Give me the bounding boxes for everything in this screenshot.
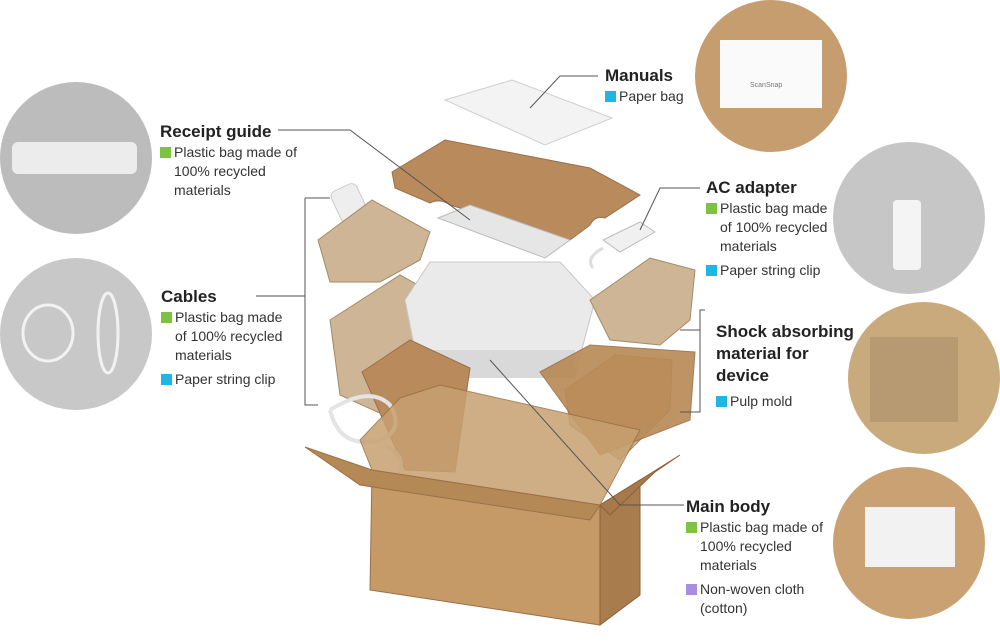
ac-adapter-label: AC adapter Plastic bag made of 100% recy…	[706, 177, 827, 280]
cables-item-2: Paper string clip	[175, 371, 276, 387]
manuals-title: Manuals	[605, 66, 674, 85]
cardboard-box	[304, 384, 681, 626]
receipt-item-line-1: Plastic bag made of	[174, 144, 297, 160]
cyan-marker	[706, 265, 717, 276]
leader-lines	[256, 75, 705, 506]
green-marker	[160, 147, 171, 158]
receipt-item-line-2: 100% recycled	[174, 163, 266, 179]
shock-title-line-1: Shock absorbing	[716, 322, 854, 341]
cables-item-1-line-1: Plastic bag made	[175, 309, 283, 325]
main-body-photo	[833, 467, 985, 619]
shock-title-line-2: material for	[716, 344, 809, 363]
receipt-guide-photo	[0, 82, 152, 234]
shock-item-1: Pulp mold	[730, 393, 793, 409]
shock-absorber-label: Shock absorbing material for device Pulp…	[716, 321, 854, 411]
main-item-2-line-2: (cotton)	[700, 600, 748, 616]
cardboard-top-pad	[391, 139, 641, 241]
green-marker	[706, 203, 717, 214]
pulp-mold-right-top	[589, 257, 696, 346]
manuals-photo: ScanSnap	[695, 0, 847, 152]
purple-marker	[686, 584, 697, 595]
shock-title-line-3: device	[716, 366, 769, 385]
green-marker	[161, 312, 172, 323]
cyan-marker	[605, 91, 616, 102]
cables-photo	[0, 258, 152, 410]
cyan-marker	[716, 396, 727, 407]
main-item-1-line-1: Plastic bag made of	[700, 519, 823, 535]
main-item-1-line-2: 100% recycled	[700, 538, 792, 554]
ac-item-2: Paper string clip	[720, 262, 821, 278]
manual-cover-logo-text: ScanSnap	[750, 82, 783, 89]
ac-adapter-photo	[833, 142, 985, 294]
ac-adapter-title: AC adapter	[706, 178, 797, 197]
pulp-mold-left-top	[317, 199, 431, 283]
main-item-1-line-3: materials	[700, 557, 757, 573]
cables-item-1-line-2: of 100% recycled	[175, 328, 283, 344]
receipt-guide-part	[436, 204, 572, 259]
main-item-2-line-1: Non-woven cloth	[700, 581, 805, 597]
receipt-guide-title: Receipt guide	[160, 122, 272, 141]
manuals-item-1: Paper bag	[619, 88, 684, 104]
green-marker	[686, 522, 697, 533]
ac-item-1-line-2: of 100% recycled	[720, 219, 828, 235]
main-body-title: Main body	[686, 497, 771, 516]
manuals-label: Manuals Paper bag	[605, 65, 684, 106]
main-body-label: Main body Plastic bag made of 100% recyc…	[686, 496, 823, 618]
shock-absorber-photo	[848, 302, 1000, 454]
manuals-sheet	[443, 79, 614, 146]
cyan-marker	[161, 374, 172, 385]
cables-title: Cables	[161, 287, 217, 306]
ac-item-1-line-3: materials	[720, 238, 777, 254]
receipt-guide-label: Receipt guide Plastic bag made of 100% r…	[160, 121, 297, 200]
ac-item-1-line-1: Plastic bag made	[720, 200, 828, 216]
ac-adapter-part	[589, 221, 656, 269]
cables-label: Cables Plastic bag made of 100% recycled…	[161, 286, 282, 389]
receipt-item-line-3: materials	[174, 182, 231, 198]
cables-item-1-line-3: materials	[175, 347, 232, 363]
